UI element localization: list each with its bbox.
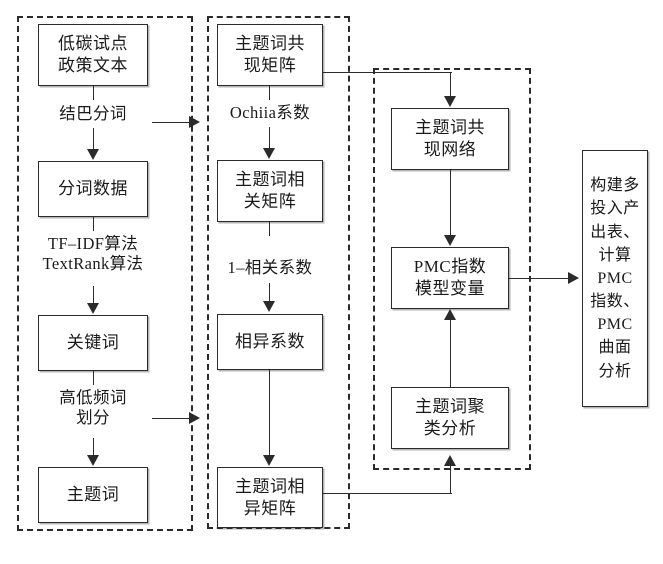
matrix-computation-group [207,16,350,529]
arrowhead-to-final-output [568,272,579,284]
node-cluster-analysis: 主题词聚 类分析 [391,387,509,449]
edge-label-ochiia: Ochiia系数 [229,103,311,122]
connector-ochiia-to-corrmatrix [269,127,270,149]
node-final-output: 构建多 投入产 出表、 计算 PMC 指数、 PMC 曲面 分析 [582,150,648,407]
connector-group1-to-group2-bottom [152,418,190,419]
arrowhead-to-keywords [87,303,99,314]
connector-dissim-matrix-to-cluster-v [450,465,451,494]
arrowhead-to-segmented-data [87,149,99,160]
connector-dissimcoef-to-dissimmatrix [269,370,270,457]
node-cooccurrence-network: 主题词共 现网络 [391,108,509,170]
connector-coocc-matrix-to-network-h [322,72,452,73]
node-dissimilarity-coefficient: 相异系数 [217,314,323,370]
arrowhead-to-cluster-analysis [444,455,456,466]
connector-keywords-to-freqsplit [93,371,94,385]
node-pmc-model-variables: PMC指数 模型变量 [391,247,509,309]
connector-group1-to-group2-top [152,122,190,123]
connector-algos-to-keywords [93,286,94,304]
connector-cluster-to-pmc-variables [450,320,451,387]
node-segmented-data: 分词数据 [38,161,148,217]
connector-pmc-to-final-output [508,278,570,279]
arrowhead-group1-to-group2-bottom [189,412,200,424]
arrowhead-to-topic-words [87,455,99,466]
arrowhead-to-pmc-model-variables [444,235,456,246]
connector-freqsplit-to-topicwords [93,438,94,456]
connector-coocc-to-ochiia [269,86,270,100]
connector-jieba-to-segmented [93,128,94,150]
edge-label-one-minus-corr: 1–相关系数 [227,258,313,277]
node-topic-words: 主题词 [38,467,148,523]
connector-corrmatrix-to-onecorr [269,222,270,236]
arrowhead-cluster-to-pmc-model-variables [444,309,456,320]
pmc-variable-group [373,68,531,470]
text-preprocessing-group [17,16,193,531]
edge-label-freq-split: 高低频词 划分 [59,388,127,428]
connector-policy-to-jieba [93,86,94,100]
node-correlation-matrix: 主题词相 关矩阵 [217,160,323,222]
arrowhead-to-cooccurrence-network [444,96,456,107]
arrowhead-to-dissimilarity-coefficient [263,301,275,312]
connector-segmented-to-algos [93,217,94,231]
node-keywords: 关键词 [38,315,148,371]
node-policy-text: 低碳试点 政策文本 [38,24,148,86]
edge-label-tfidf-textrank: TF–IDF算法 TextRank算法 [42,234,144,274]
edge-label-jieba: 结巴分词 [59,104,127,123]
connector-dissim-matrix-to-cluster-h [322,493,452,494]
connector-coocc-matrix-to-network-v [450,72,451,98]
arrowhead-to-dissimilarity-matrix [263,455,275,466]
arrowhead-group1-to-group2-top [189,116,200,128]
node-dissimilarity-matrix: 主题词相 异矩阵 [217,467,323,528]
node-cooccurrence-matrix: 主题词共 现矩阵 [217,24,323,86]
arrowhead-to-correlation-matrix [263,148,275,159]
connector-onecorr-to-dissimcoef [269,283,270,302]
connector-network-to-pmc-variables [450,170,451,237]
